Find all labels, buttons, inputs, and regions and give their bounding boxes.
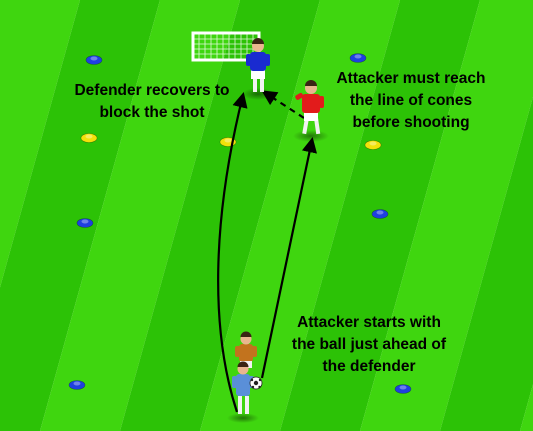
- grass-stripe: [360, 0, 533, 431]
- grass-stripe: [40, 0, 240, 431]
- cone-icon: [371, 209, 389, 219]
- attacker-reach-note-line-1: Attacker must reach: [336, 70, 486, 87]
- cone-icon: [80, 133, 98, 143]
- grass-stripe: [0, 0, 160, 431]
- cone-icon: [349, 53, 367, 63]
- attacker-start-note-line-3: the defender: [322, 358, 416, 375]
- starting-attacker-player-icon: [227, 361, 259, 423]
- attacker-start-note-line-1: Attacker starts with: [297, 314, 441, 331]
- cone-icon: [68, 380, 86, 390]
- grass-stripe: [440, 96, 533, 431]
- players: [227, 38, 329, 423]
- attacker-start-note-line-2: the ball just ahead of: [291, 336, 447, 353]
- defender-run-arrow: [217, 92, 248, 413]
- cone-icon: [394, 384, 412, 394]
- grass-stripe: [120, 0, 320, 431]
- shot-arrow: [261, 90, 305, 119]
- defender-player-icon: [242, 38, 274, 100]
- defender-note-line-2: block the shot: [99, 104, 205, 121]
- attacker-reach-note-line-2: the line of cones: [349, 92, 473, 109]
- movement-arrows: [217, 90, 318, 413]
- attacker-reach-note: Attacker must reach the line of cones be…: [318, 68, 504, 134]
- ball-icon: [249, 376, 263, 390]
- grass-stripe: [200, 0, 400, 431]
- attacker-reach-note-line-3: before shooting: [352, 114, 470, 131]
- grass-stripe: [520, 384, 533, 431]
- waiting-player-icon: [235, 331, 257, 368]
- defender-note-line-1: Defender recovers to: [74, 82, 230, 99]
- attacker-player-icon: [293, 80, 329, 142]
- attacker-start-note: Attacker starts with the ball just ahead…: [270, 312, 468, 378]
- defender-note: Defender recovers to block the shot: [52, 80, 252, 124]
- cone-icon: [85, 55, 103, 65]
- cone-icon: [76, 218, 94, 228]
- cones: [68, 53, 412, 394]
- cone-icon: [364, 140, 382, 150]
- attacker-run-arrow: [260, 136, 318, 379]
